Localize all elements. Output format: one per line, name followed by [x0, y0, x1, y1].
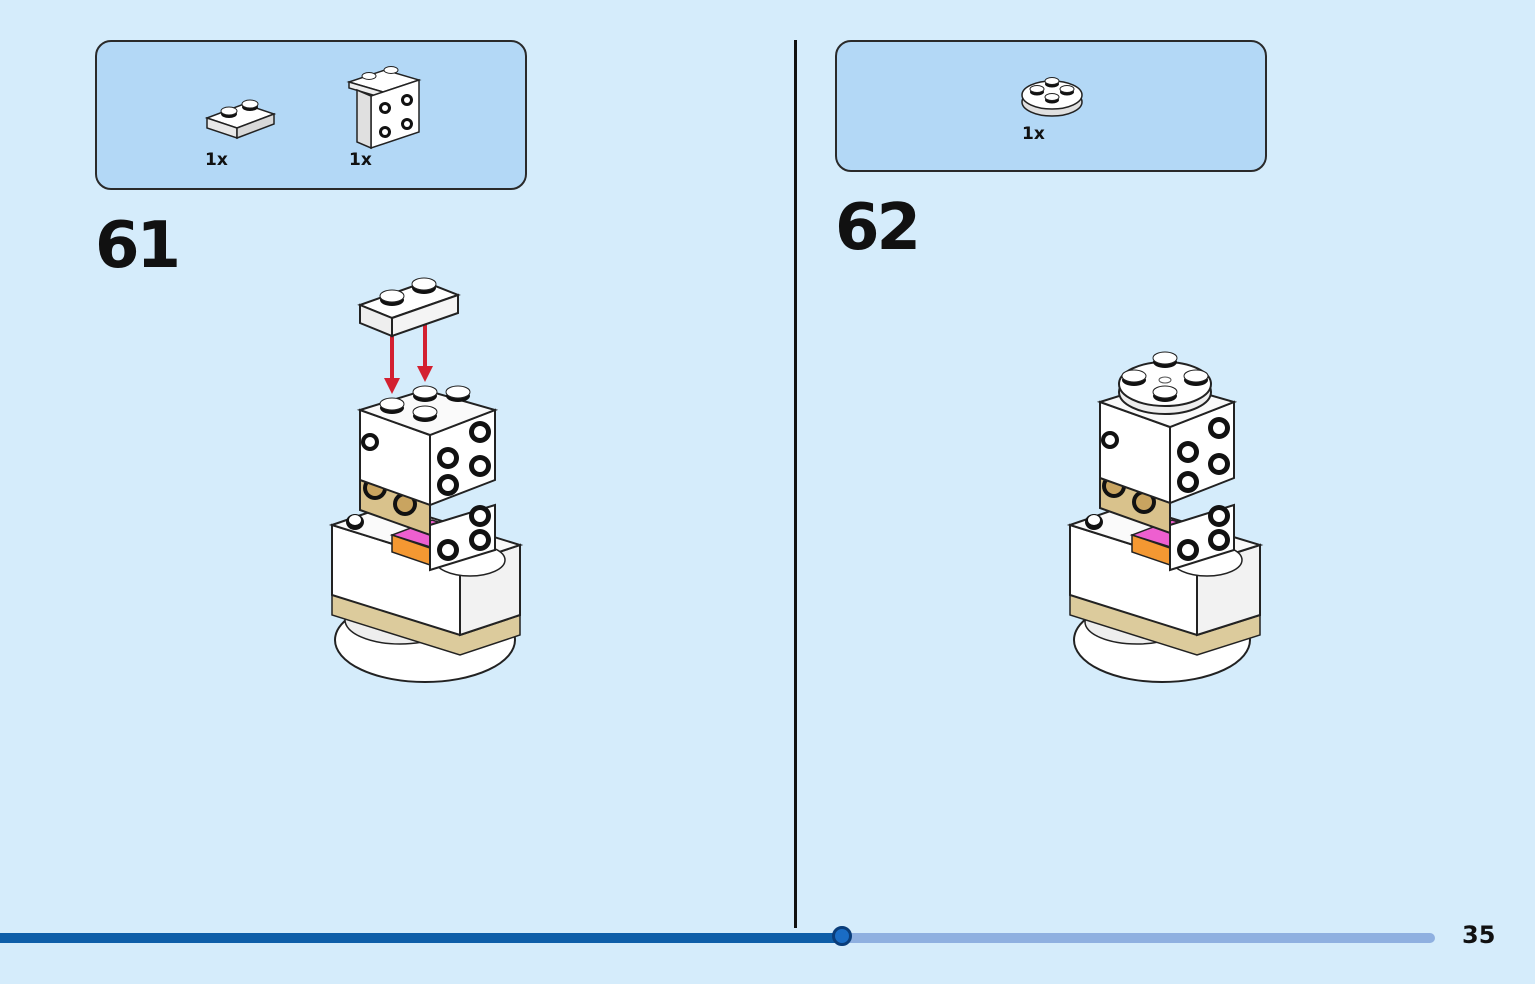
progress-fill	[0, 933, 842, 943]
part-qty: 1x	[349, 150, 372, 170]
plate-1x2-white-icon	[204, 99, 277, 140]
progress-knob[interactable]	[832, 926, 852, 946]
part-qty: 1x	[1022, 124, 1045, 144]
parts-callout-step-62: 1x	[835, 40, 1267, 172]
parts-callout-step-61: 1x 1x	[95, 40, 527, 190]
bracket-white-icon	[346, 66, 422, 150]
model-illustration-step-62	[1066, 351, 1264, 683]
page-divider	[794, 40, 797, 928]
model-illustration-step-61	[328, 277, 524, 683]
round-plate-2x2-white-icon	[1021, 77, 1083, 117]
step-number: 62	[835, 191, 921, 265]
page-number: 35	[1462, 921, 1496, 949]
part-qty: 1x	[205, 150, 228, 170]
step-number: 61	[95, 209, 181, 283]
